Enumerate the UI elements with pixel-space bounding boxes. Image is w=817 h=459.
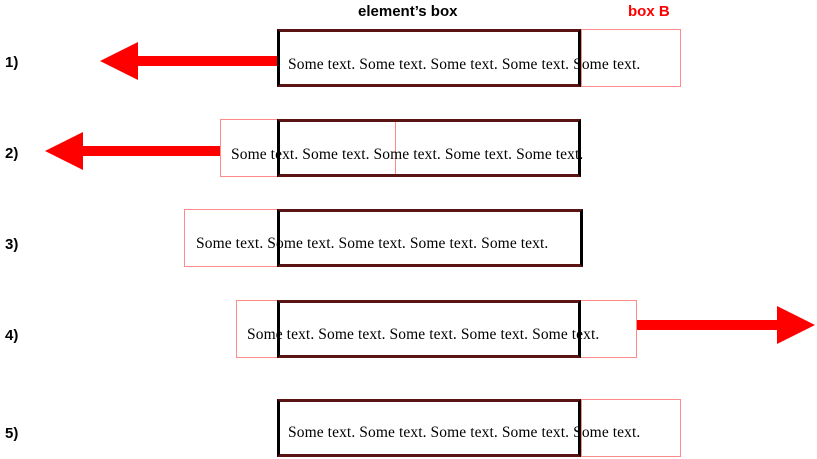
arrow-right-row-4 bbox=[637, 305, 815, 345]
box-text-row-5: Some text. Some text. Some text. Some te… bbox=[288, 424, 641, 441]
element-box-row-4 bbox=[277, 300, 581, 358]
element-box-row-2 bbox=[277, 119, 581, 177]
arrow-left-row-1 bbox=[100, 41, 277, 81]
box-text-row-1: Some text. Some text. Some text. Some te… bbox=[288, 56, 641, 73]
box-text-row-2: Some text. Some text. Some text. Some te… bbox=[231, 146, 584, 163]
row-label-4: 4) bbox=[5, 327, 19, 344]
row-label-5: 5) bbox=[5, 425, 19, 442]
arrow-left-row-2 bbox=[45, 131, 220, 171]
box-text-row-3: Some text. Some text. Some text. Some te… bbox=[196, 235, 549, 252]
row-label-1: 1) bbox=[5, 54, 19, 71]
box-b-row-5 bbox=[581, 399, 681, 457]
row-label-2: 2) bbox=[5, 145, 19, 162]
element-box-row-5 bbox=[277, 399, 581, 457]
row-label-3: 3) bbox=[5, 236, 19, 253]
box-b-row-1 bbox=[581, 29, 681, 87]
column-heading-box-b: box B bbox=[628, 3, 670, 20]
column-heading-element-box: element’s box bbox=[358, 3, 458, 20]
element-box-row-3 bbox=[277, 209, 583, 267]
element-box-row-1 bbox=[277, 29, 581, 87]
box-text-row-4: Some text. Some text. Some text. Some te… bbox=[247, 326, 600, 343]
